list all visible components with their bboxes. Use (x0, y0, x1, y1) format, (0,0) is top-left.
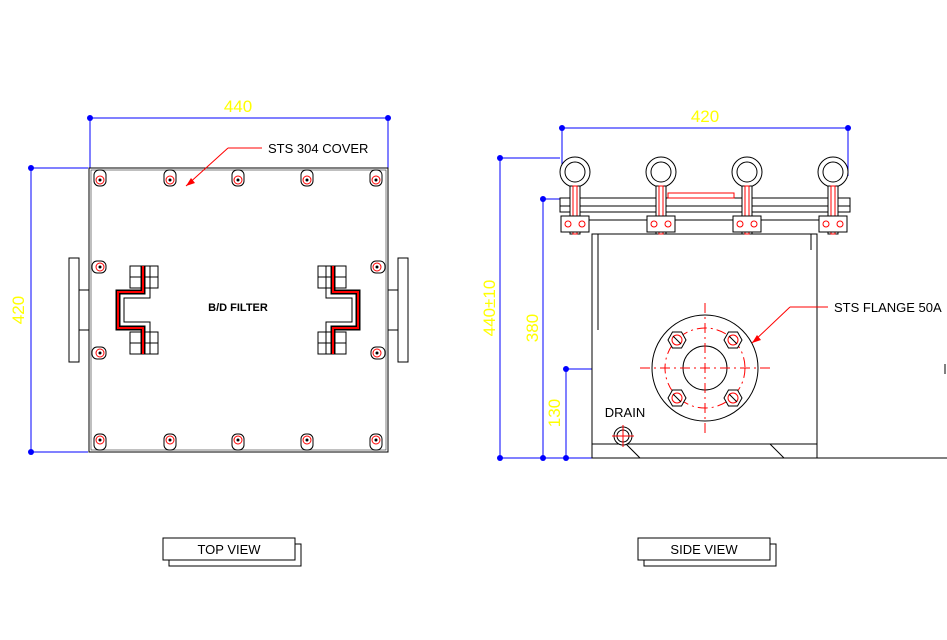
side-low-height-label: 130 (545, 399, 564, 427)
side-view-caption: SIDE VIEW (637, 537, 777, 567)
left-bag-hanger (115, 265, 159, 355)
top-bolts (93, 169, 383, 187)
right-bag-hanger (317, 265, 361, 355)
cover-label: STS 304 COVER (268, 141, 368, 156)
bottom-bolts (93, 433, 383, 451)
side-mid-height-dimension: 380 (523, 196, 560, 461)
left-flange (68, 257, 90, 363)
top-view-caption-text: TOP VIEW (197, 542, 261, 557)
top-view: 440 420 (9, 97, 409, 567)
top-width-label: 440 (224, 97, 252, 116)
right-flange (387, 257, 409, 363)
cover-leader: STS 304 COVER (185, 141, 368, 187)
side-total-height-dimension: 440±10 (480, 155, 560, 461)
side-total-height-label: 440±10 (480, 280, 499, 337)
side-view: 420 440±10 380 130 (480, 107, 947, 567)
top-cover-plate (88, 167, 389, 453)
outlet-flange (640, 303, 770, 433)
eye-bolts (559, 156, 849, 235)
bd-filter-label: B/D FILTER (208, 302, 268, 314)
side-width-dimension: 420 (559, 107, 851, 176)
top-view-caption: TOP VIEW (162, 537, 302, 567)
flange-label: STS FLANGE 50A (834, 300, 942, 315)
side-view-caption-text: SIDE VIEW (670, 542, 738, 557)
flange-leader: STS FLANGE 50A (751, 300, 942, 344)
top-height-label: 420 (9, 296, 28, 324)
side-mid-height-label: 380 (523, 314, 542, 342)
top-height-dimension: 420 (9, 165, 88, 455)
side-bolts (91, 260, 386, 360)
side-width-label: 420 (691, 107, 719, 126)
top-width-dimension: 440 (87, 97, 391, 168)
filter-lid (559, 192, 851, 221)
drain-label: DRAIN (605, 405, 645, 420)
drain-port: DRAIN (605, 405, 645, 447)
